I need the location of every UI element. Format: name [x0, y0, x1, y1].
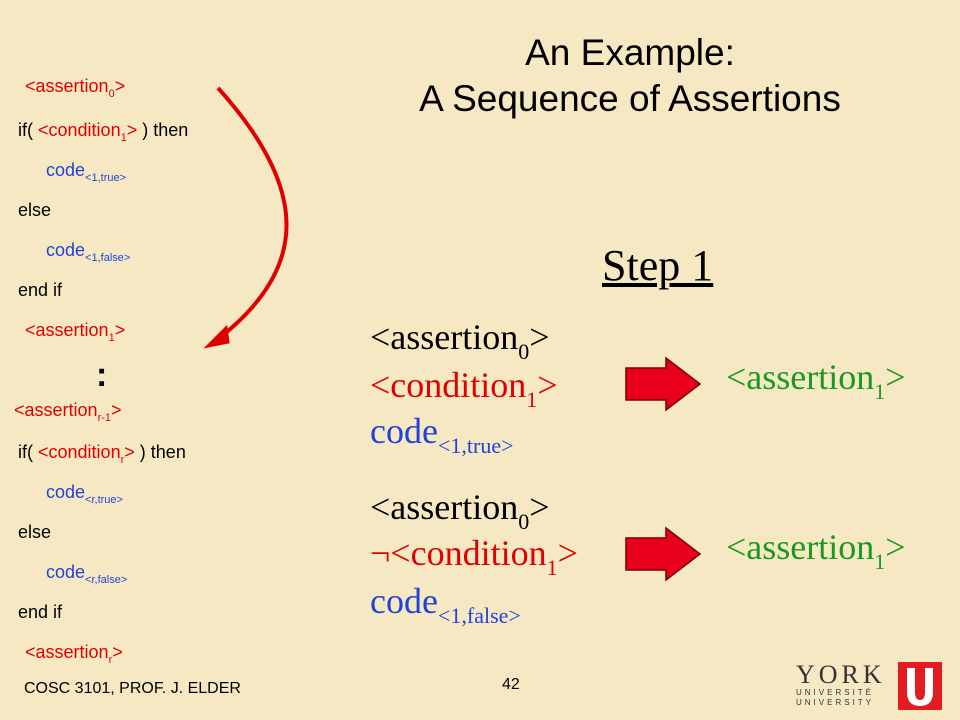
logo-name: YORK [796, 660, 886, 689]
right-assertion-0-bottom: <assertion0> [370, 487, 550, 534]
right-arrow-icon-1 [625, 356, 702, 412]
assertion-r: <assertionr> [25, 642, 123, 666]
right-code-true: code<1,true> [370, 411, 514, 458]
if-condition-r: if( <conditionr> ) then [18, 442, 186, 466]
york-logo: YORK UNIVERSITÉ UNIVERSITY [796, 662, 896, 708]
assertion-r-1: <assertionr-1> [14, 400, 122, 424]
page-number: 42 [502, 676, 520, 693]
logo-line-2: UNIVERSITY [796, 698, 875, 707]
right-condition-1: <condition1> [370, 365, 558, 412]
else-r: else [18, 522, 52, 542]
title-line-1: An Example: [525, 32, 735, 73]
end-if-r: end if [18, 602, 63, 622]
else-1: else [18, 200, 52, 220]
right-assertion-0-top: <assertion0> [370, 317, 550, 364]
course-footer: COSC 3101, PROF. J. ELDER [24, 680, 241, 697]
right-code-false: code<1,false> [370, 581, 521, 628]
right-arrow-icon-2 [625, 526, 702, 582]
slide-title: An Example: A Sequence of Assertions [360, 30, 900, 122]
vertical-ellipsis: : [96, 356, 108, 394]
if-condition-1: if( <condition1> ) then [18, 120, 189, 144]
assertion-1: <assertion1> [25, 320, 126, 344]
assertion-0: <assertion0> [25, 76, 126, 100]
code-1-false: code<1,false> [46, 240, 131, 264]
right-not-condition-1: ¬<condition1> [370, 533, 578, 580]
result-assertion-1-bottom: <assertion1> [726, 527, 906, 574]
result-assertion-1-top: <assertion1> [726, 357, 906, 404]
code-1-true: code<1,true> [46, 160, 127, 184]
code-r-false: code<r,false> [46, 562, 128, 586]
end-if-1: end if [18, 280, 63, 300]
york-u-logo-icon [898, 662, 942, 710]
curved-arrow-icon [203, 86, 289, 349]
title-line-2: A Sequence of Assertions [419, 78, 841, 119]
logo-line-1: UNIVERSITÉ [796, 688, 875, 697]
code-r-true: code<r,true> [46, 482, 123, 506]
step-label: Step 1 [602, 241, 714, 290]
